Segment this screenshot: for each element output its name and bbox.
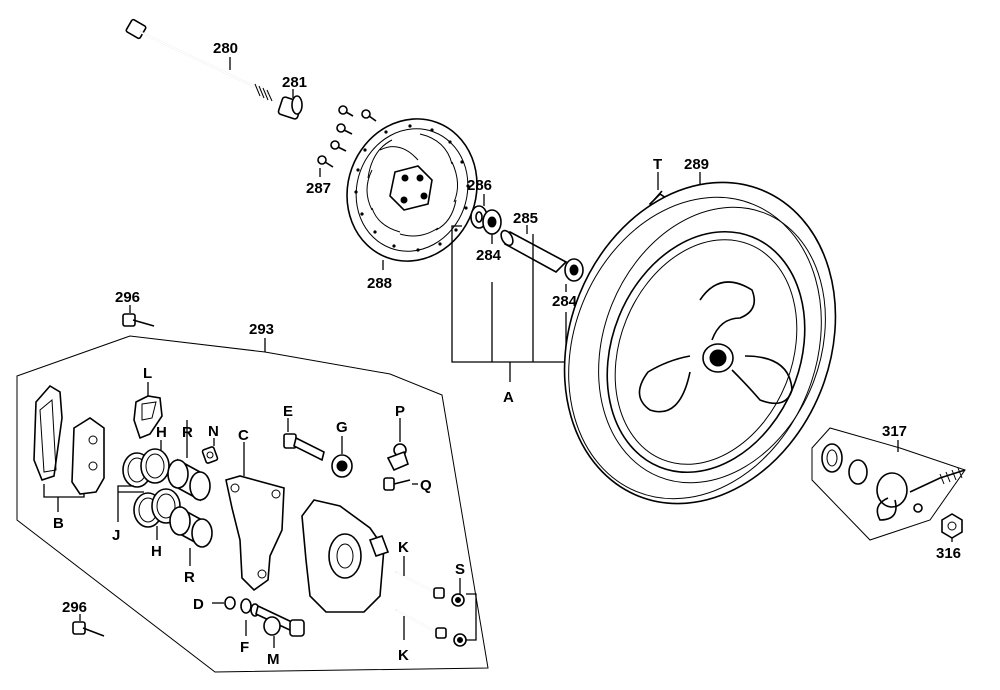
label-D: D [193, 596, 204, 613]
brake-pads-B[interactable] [33, 384, 105, 495]
bleeder-screw-Q[interactable] [383, 477, 411, 491]
axle-280[interactable] [125, 18, 273, 102]
label-T: T [653, 156, 662, 173]
piston-R-top[interactable] [167, 458, 211, 502]
label-317: 317 [882, 423, 907, 440]
speedometer-gear-317[interactable] [821, 443, 966, 521]
plug-S-top[interactable] [451, 593, 465, 607]
caliper-pin-K-top[interactable] [395, 571, 445, 599]
label-284-right: 284 [552, 293, 578, 310]
label-296-top: 296 [115, 289, 140, 306]
nut-316[interactable] [941, 513, 963, 539]
label-N: N [208, 423, 219, 440]
label-R-bottom: R [184, 569, 195, 586]
bolt-296-top[interactable] [122, 313, 155, 327]
boot-G[interactable] [331, 454, 353, 478]
label-E: E [283, 403, 293, 420]
bearing-284-left[interactable] [482, 209, 502, 235]
label-Q: Q [420, 477, 432, 494]
label-289: 289 [684, 156, 709, 173]
label-280: 280 [213, 40, 238, 57]
brake-disc-288[interactable] [327, 100, 497, 279]
caliper-body[interactable] [301, 499, 390, 613]
label-H-bottom: H [151, 543, 162, 560]
bleeder-N[interactable] [201, 446, 219, 464]
label-287: 287 [306, 180, 331, 197]
collar-281[interactable] [277, 95, 303, 120]
slide-pin-E[interactable] [283, 433, 325, 462]
label-286: 286 [467, 177, 492, 194]
label-296-bottom: 296 [62, 599, 87, 616]
label-288: 288 [367, 275, 392, 292]
disc-bolts-287[interactable] [317, 105, 377, 168]
label-B: B [53, 515, 64, 532]
label-R-top: R [182, 424, 193, 441]
label-K-bottom: K [398, 647, 409, 664]
label-284-left: 284 [476, 247, 502, 264]
label-C: C [238, 427, 249, 444]
label-S: S [455, 561, 465, 578]
label-H-top: H [156, 424, 167, 441]
label-J: J [112, 527, 120, 544]
wheel-289[interactable] [518, 141, 883, 544]
banjo-bolt-M[interactable] [255, 604, 305, 637]
washer-D[interactable] [224, 596, 236, 610]
label-G: G [336, 419, 348, 436]
label-P: P [395, 403, 405, 420]
label-316: 316 [936, 545, 961, 562]
bleeder-cap-P[interactable] [386, 443, 409, 472]
label-K-top: K [398, 539, 409, 556]
bearing-284-right[interactable] [564, 258, 584, 282]
label-L: L [143, 365, 152, 382]
label-M: M [267, 651, 280, 668]
label-A: A [503, 389, 514, 406]
label-285: 285 [513, 210, 538, 227]
caliper-pin-K-bottom[interactable] [395, 609, 447, 639]
label-F: F [240, 639, 249, 656]
caliper-bracket-C[interactable] [225, 475, 285, 592]
label-293: 293 [249, 321, 274, 338]
spacer-285[interactable] [499, 229, 568, 273]
label-281: 281 [282, 74, 307, 91]
plug-S-bottom[interactable] [453, 633, 467, 647]
pad-spring-L[interactable] [133, 395, 163, 440]
piston-R-bottom[interactable] [169, 506, 213, 548]
seal-H-top[interactable] [122, 448, 170, 488]
bolt-296-bottom[interactable] [72, 621, 105, 637]
